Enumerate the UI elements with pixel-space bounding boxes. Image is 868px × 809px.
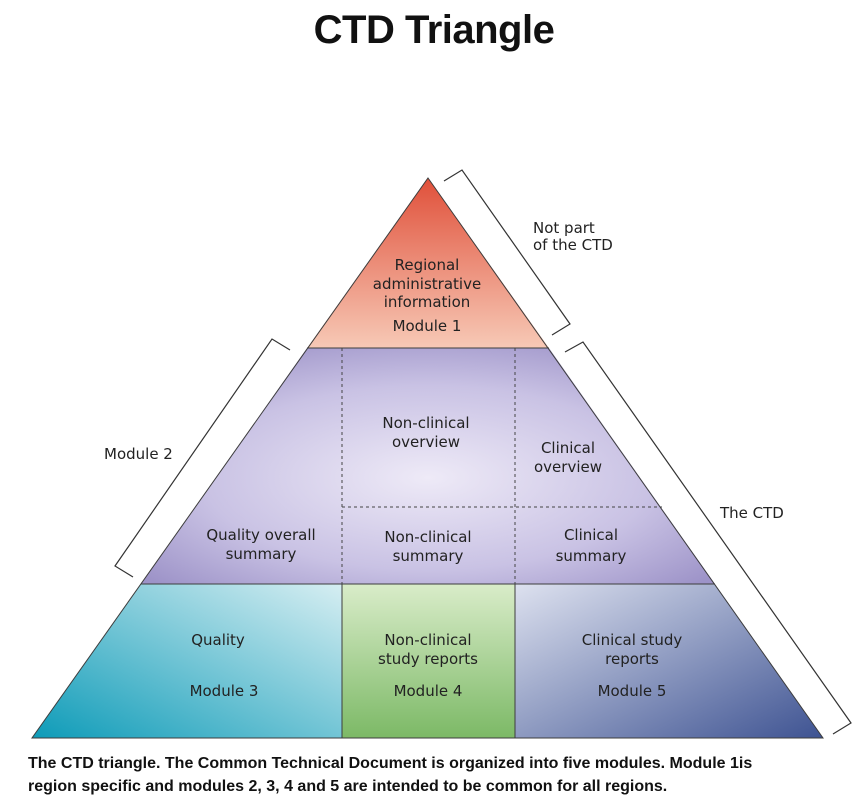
bracket-not-part xyxy=(443,169,571,336)
triangle-outline xyxy=(31,177,824,739)
not-part-line2: of the CTD xyxy=(533,236,613,254)
module5-region xyxy=(515,584,823,738)
module3-region xyxy=(32,584,342,738)
nonclinical-summary-line1: Non-clinical xyxy=(384,528,471,546)
module3-label: Module 3 xyxy=(190,682,259,700)
module1-label: Module 1 xyxy=(393,317,462,335)
module5-label: Module 5 xyxy=(598,682,667,700)
module1-line1: Regional xyxy=(395,256,460,274)
clinical-summary-line1: Clinical xyxy=(564,526,618,544)
clinical-overview-line2: overview xyxy=(534,458,602,476)
nonclinical-summary-line2: summary xyxy=(393,547,464,565)
quality-overall-line1: Quality overall xyxy=(206,526,315,544)
quality-label: Quality xyxy=(191,631,245,649)
not-part-line1: Not part xyxy=(533,219,595,237)
bracket-the-ctd xyxy=(564,341,852,735)
quality-overall-line2: summary xyxy=(226,545,297,563)
module1-line3: information xyxy=(384,293,471,311)
caption-line2: region specific and modules 2, 3, 4 and … xyxy=(28,778,668,795)
nonclinical-overview-line2: overview xyxy=(392,433,460,451)
nonclinical-reports-line2: study reports xyxy=(378,650,478,668)
module4-region xyxy=(342,584,515,738)
clinical-reports-line2: reports xyxy=(605,650,659,668)
clinical-summary-line2: summary xyxy=(556,547,627,565)
module2-label: Module 2 xyxy=(104,445,173,463)
page-title: CTD Triangle xyxy=(313,8,555,52)
nonclinical-reports-line1: Non-clinical xyxy=(384,631,471,649)
clinical-overview-line1: Clinical xyxy=(541,439,595,457)
nonclinical-overview-line1: Non-clinical xyxy=(382,414,469,432)
caption-line1: The CTD triangle. The Common Technical D… xyxy=(28,755,753,772)
the-ctd-label: The CTD xyxy=(719,504,784,522)
module2-region xyxy=(141,348,715,584)
module1-region xyxy=(307,178,549,348)
clinical-reports-line1: Clinical study xyxy=(582,631,683,649)
bracket-module2 xyxy=(114,338,291,578)
module4-label: Module 4 xyxy=(394,682,463,700)
figure-caption: The CTD triangle. The Common Technical D… xyxy=(28,752,848,798)
module1-line2: administrative xyxy=(373,275,481,293)
